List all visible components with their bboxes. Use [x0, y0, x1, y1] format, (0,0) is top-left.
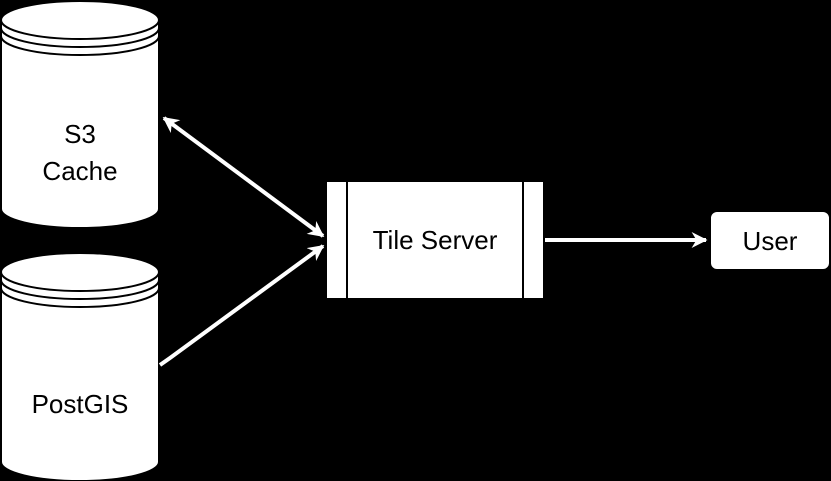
tile-server-box	[325, 180, 545, 300]
user-node[interactable]: User	[709, 210, 831, 271]
user-box	[709, 210, 831, 271]
postgis-cylinder-top	[0, 252, 160, 292]
user-label: User	[743, 226, 798, 256]
postgis-cylinder-body	[0, 272, 160, 481]
edge-postgis-tile-server	[158, 244, 325, 367]
s3-cache-cylinder-body	[0, 20, 160, 229]
s3-cache-cylinder-ring-1	[0, 27, 160, 48]
s3-cache-label-line2: Cache	[42, 156, 117, 186]
postgis-cylinder-ring-1	[0, 279, 160, 300]
postgis-cylinder-ring-2	[0, 287, 160, 308]
postgis-label: PostGIS	[32, 389, 129, 419]
s3-cache-cylinder-top	[0, 0, 160, 40]
postgis-node[interactable]: PostGIS	[0, 252, 160, 481]
s3-cache-label-line1: S3	[64, 119, 96, 149]
tile-server-label: Tile Server	[373, 225, 498, 255]
edge-s3-cache-tile-server	[162, 116, 325, 238]
tile-server-node[interactable]: Tile Server	[325, 180, 545, 300]
s3-cache-node[interactable]: S3 Cache	[0, 0, 160, 229]
s3-cache-cylinder-ring-2	[0, 35, 160, 56]
